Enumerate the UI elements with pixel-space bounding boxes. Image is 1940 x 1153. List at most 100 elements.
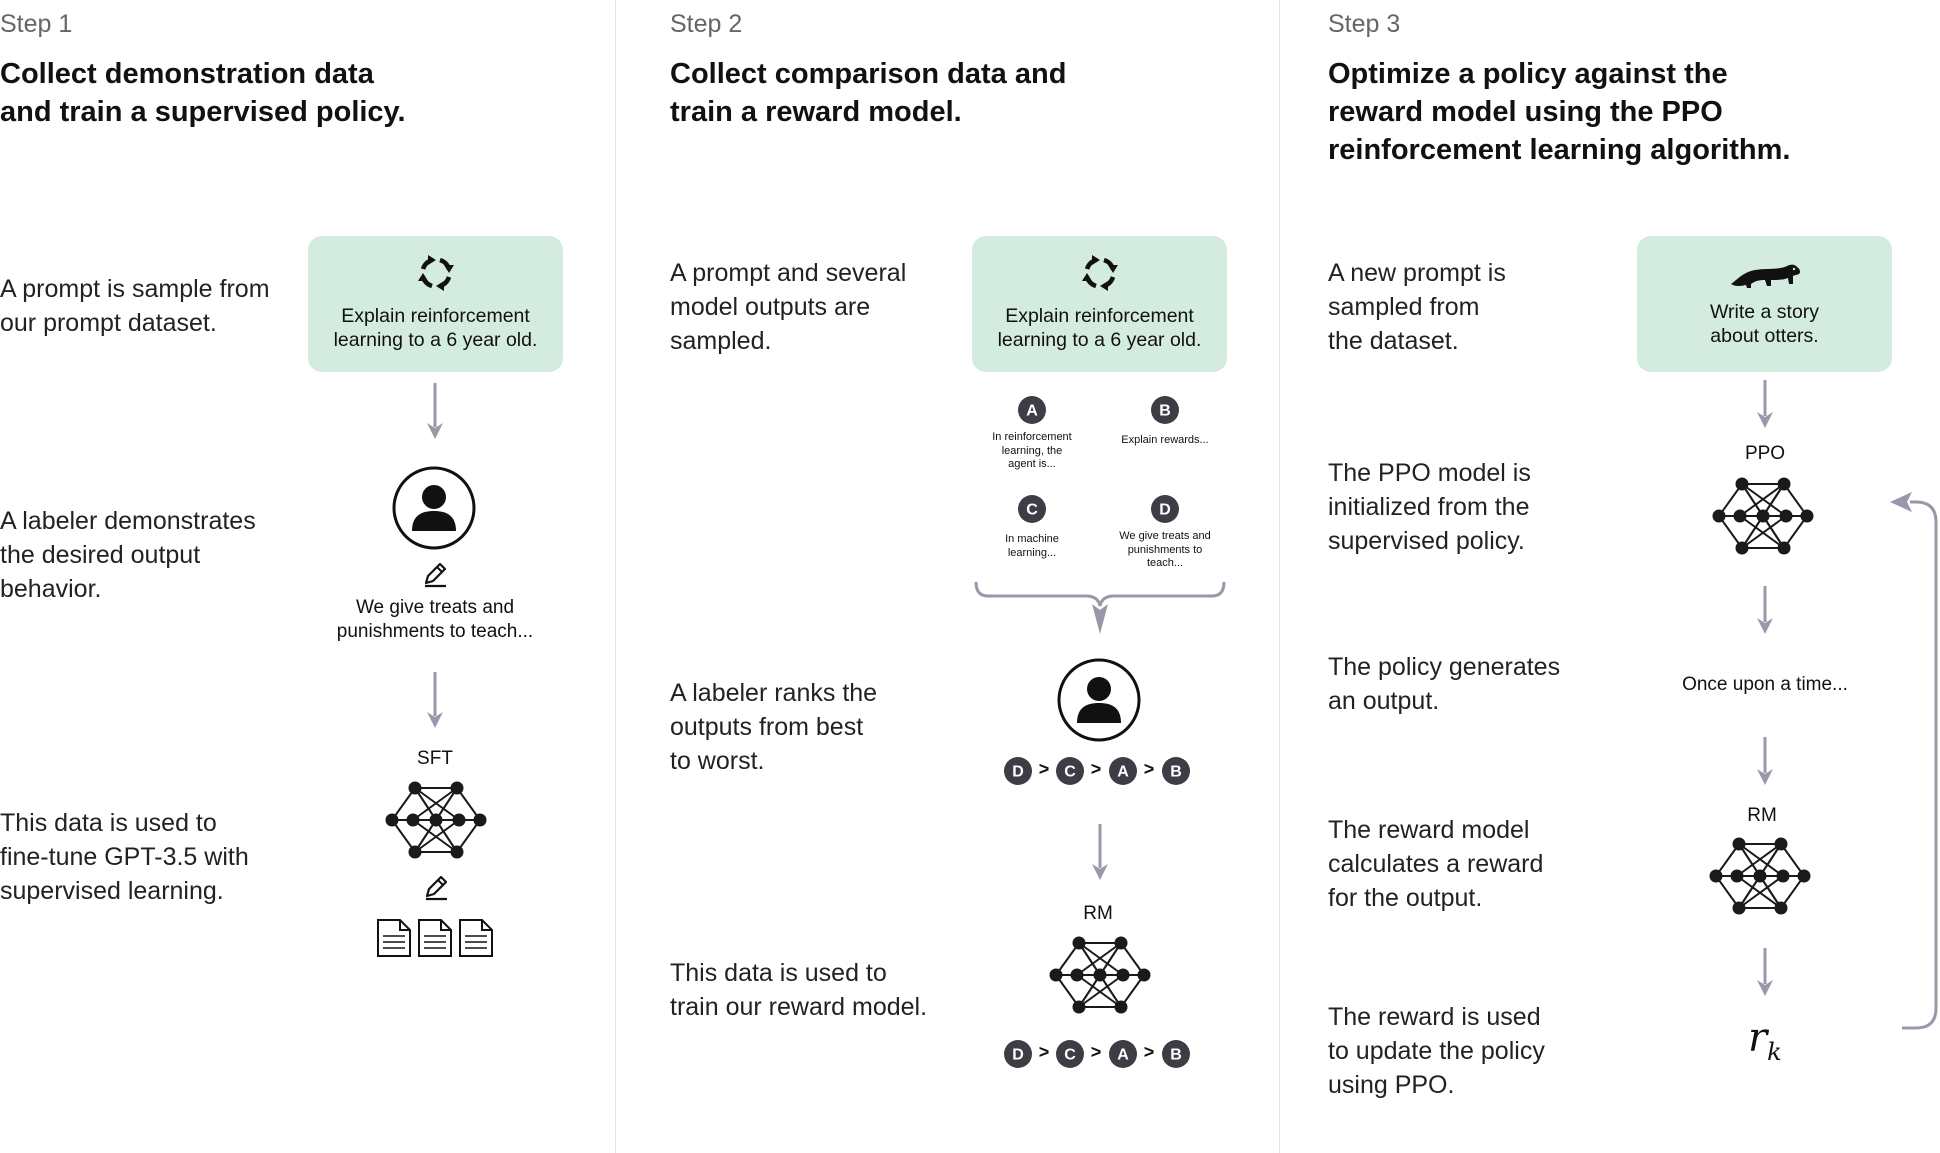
step3-desc-reward-model: The reward model calculates a reward for… bbox=[1328, 813, 1543, 915]
pencil-icon bbox=[425, 875, 448, 901]
network-node bbox=[1797, 869, 1811, 883]
network-node bbox=[1072, 936, 1086, 950]
letter-badge-b: B bbox=[1151, 396, 1179, 424]
letter-badge-c: C bbox=[1018, 495, 1046, 523]
rank-letter: A bbox=[1117, 764, 1129, 781]
network-edge bbox=[1055, 974, 1080, 1008]
desc-line: sampled from bbox=[1328, 293, 1480, 321]
network-node bbox=[385, 813, 399, 827]
step3-title: Optimize a policy against the reward mod… bbox=[1328, 55, 1790, 169]
refresh-icon bbox=[1082, 255, 1118, 291]
network-node bbox=[450, 781, 464, 795]
step3-desc-update: The reward is used to update the policy … bbox=[1328, 1000, 1545, 1102]
network-edge bbox=[391, 787, 416, 821]
desc-line: A prompt and several bbox=[670, 259, 907, 287]
letter-badge-d: D bbox=[1151, 495, 1179, 523]
network-edge bbox=[1741, 515, 1787, 549]
badge-letter: C bbox=[1026, 502, 1038, 519]
network-edge bbox=[1120, 942, 1145, 976]
prompt-text-line: Explain reinforcement bbox=[1005, 305, 1194, 327]
desc-line: This data is used to bbox=[670, 959, 887, 987]
labeler-avatar-icon bbox=[1057, 658, 1141, 742]
pencil-icon bbox=[424, 562, 447, 588]
reward-subscript-k: k bbox=[1767, 1038, 1782, 1066]
rank-letter: C bbox=[1064, 764, 1076, 781]
step1-title: Collect demonstration data and train a s… bbox=[0, 55, 406, 131]
network-node bbox=[406, 813, 420, 827]
network-node bbox=[1774, 901, 1788, 915]
desc-line: the desired output bbox=[0, 541, 201, 569]
network-edge bbox=[1078, 974, 1124, 1008]
network-node bbox=[1070, 968, 1084, 982]
otter-icon bbox=[1731, 264, 1801, 288]
rank-letter: B bbox=[1170, 764, 1182, 781]
network-node bbox=[408, 781, 422, 795]
rank-badge: D bbox=[1004, 757, 1032, 785]
desc-line: using PPO. bbox=[1328, 1071, 1455, 1099]
network-edge bbox=[391, 819, 416, 853]
ranking-row-2: D > C > A > B bbox=[1003, 1039, 1197, 1069]
network-edge bbox=[456, 787, 481, 821]
network-node bbox=[1732, 837, 1746, 851]
output-text-line: Explain rewards... bbox=[1121, 434, 1209, 446]
desc-line: supervised learning. bbox=[0, 877, 224, 905]
rank-badge: C bbox=[1056, 757, 1084, 785]
network-node bbox=[450, 845, 464, 859]
network-node bbox=[1093, 968, 1107, 982]
step3-output-text: Once upon a time... bbox=[1682, 674, 1848, 695]
step2-prompt-box: Explain reinforcement learning to a 6 ye… bbox=[972, 236, 1227, 372]
network-edge bbox=[1718, 515, 1743, 549]
desc-line: an output. bbox=[1328, 687, 1440, 715]
network-edge bbox=[412, 819, 458, 853]
step1-prompt-box: Explain reinforcement learning to a 6 ye… bbox=[308, 236, 563, 372]
step2-desc-prompt: A prompt and several model outputs are s… bbox=[670, 256, 906, 358]
network-node bbox=[1779, 509, 1793, 523]
network-node bbox=[1709, 869, 1723, 883]
bracket-arrow-icon bbox=[974, 581, 1226, 634]
network-node bbox=[473, 813, 487, 827]
arrow-down-icon bbox=[1757, 948, 1773, 996]
network-node bbox=[452, 813, 466, 827]
step3-policy-label: PPO bbox=[1744, 443, 1786, 464]
desc-line: our prompt dataset. bbox=[0, 309, 217, 337]
network-node bbox=[1072, 1000, 1086, 1014]
network-node bbox=[1777, 477, 1791, 491]
network-edge bbox=[1736, 875, 1782, 909]
arrow-down-icon bbox=[427, 383, 443, 439]
desc-line: behavior. bbox=[0, 575, 102, 603]
labeler-avatar-icon bbox=[392, 466, 476, 550]
network-edge bbox=[1715, 875, 1740, 909]
rank-badge: A bbox=[1109, 1040, 1137, 1068]
reward-symbol: rk bbox=[1748, 1015, 1782, 1066]
step1-demo-text: We give treats and punishments to teach.… bbox=[310, 596, 560, 644]
output-text-d: We give treats and punishments to teach.… bbox=[1105, 530, 1225, 571]
rank-badge: B bbox=[1162, 1040, 1190, 1068]
network-node bbox=[1712, 509, 1726, 523]
desc-line: The PPO model is bbox=[1328, 459, 1531, 487]
step3-desc-policy-output: The policy generates an output. bbox=[1328, 650, 1560, 718]
network-node bbox=[1735, 477, 1749, 491]
demo-text-line: punishments to teach... bbox=[336, 621, 534, 642]
network-node bbox=[1730, 869, 1744, 883]
neural-network-icon bbox=[385, 781, 487, 859]
step3-desc-prompt: A new prompt is sampled from the dataset… bbox=[1328, 256, 1506, 358]
prompt-text-line: Explain reinforcement bbox=[341, 305, 530, 327]
arrow-down-icon bbox=[1092, 824, 1108, 880]
network-node bbox=[429, 813, 443, 827]
rank-letter: D bbox=[1012, 1047, 1024, 1064]
desc-line: the dataset. bbox=[1328, 327, 1459, 355]
network-edge bbox=[1076, 974, 1122, 1008]
greater-than: > bbox=[1143, 1042, 1155, 1062]
rank-letter: C bbox=[1064, 1047, 1076, 1064]
network-edge bbox=[412, 787, 458, 821]
greater-than: > bbox=[1038, 1042, 1050, 1062]
network-edge bbox=[414, 787, 460, 821]
network-edge bbox=[1120, 974, 1145, 1008]
badge-letter: D bbox=[1159, 502, 1171, 519]
network-node bbox=[408, 845, 422, 859]
network-node bbox=[1800, 509, 1814, 523]
step1-desc-prompt: A prompt is sample from our prompt datas… bbox=[0, 272, 270, 340]
network-edge bbox=[1055, 942, 1080, 976]
step2-desc-train: This data is used to train our reward mo… bbox=[670, 956, 927, 1024]
network-node bbox=[1735, 541, 1749, 555]
